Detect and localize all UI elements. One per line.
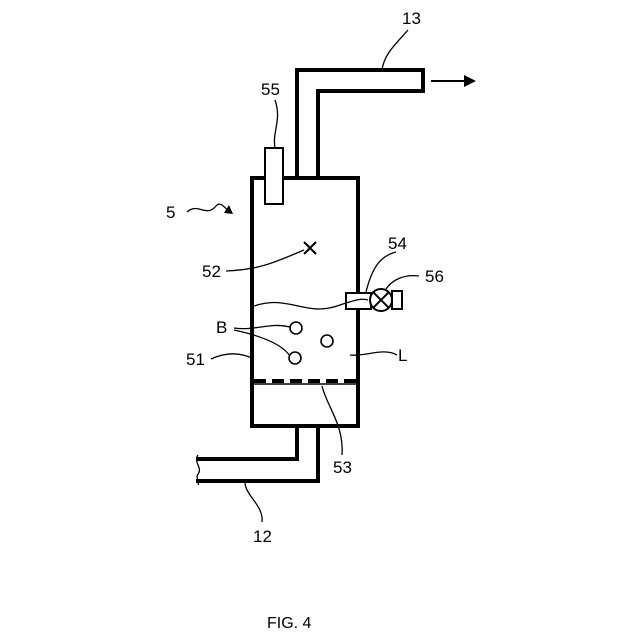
label-55: 55 (261, 80, 280, 99)
leader-54 (366, 252, 396, 292)
point-52-marker (304, 242, 316, 254)
label-L: L (398, 346, 407, 365)
label-12: 12 (253, 527, 272, 546)
valve-56-outlet (392, 291, 402, 309)
flow-arrow-head (464, 75, 476, 87)
leader-B-1 (234, 325, 290, 328)
leader-5-arrowhead (224, 205, 233, 214)
bubble (289, 352, 301, 364)
label-B: B (216, 318, 227, 337)
label-52: 52 (202, 262, 221, 281)
label-13: 13 (402, 9, 421, 28)
sensor-55 (265, 148, 283, 204)
bubble (290, 322, 302, 334)
leader-B-2 (234, 330, 290, 356)
label-56: 56 (425, 267, 444, 286)
vessel-body (252, 178, 358, 426)
figure-caption: FIG. 4 (267, 615, 312, 632)
label-54: 54 (388, 234, 407, 253)
leader-51 (211, 354, 254, 359)
leader-52 (226, 250, 304, 271)
label-53: 53 (333, 458, 352, 477)
connector-54 (346, 293, 371, 309)
leader-53 (322, 386, 342, 455)
label-51: 51 (186, 350, 205, 369)
leader-55 (274, 100, 277, 148)
outlet-pipe (297, 70, 423, 178)
inlet-pipe (198, 426, 318, 481)
bubble (321, 335, 333, 347)
leader-5 (187, 204, 231, 213)
label-5: 5 (166, 203, 175, 222)
leader-13 (382, 30, 408, 70)
leader-56 (386, 276, 419, 289)
leader-12 (245, 481, 262, 522)
